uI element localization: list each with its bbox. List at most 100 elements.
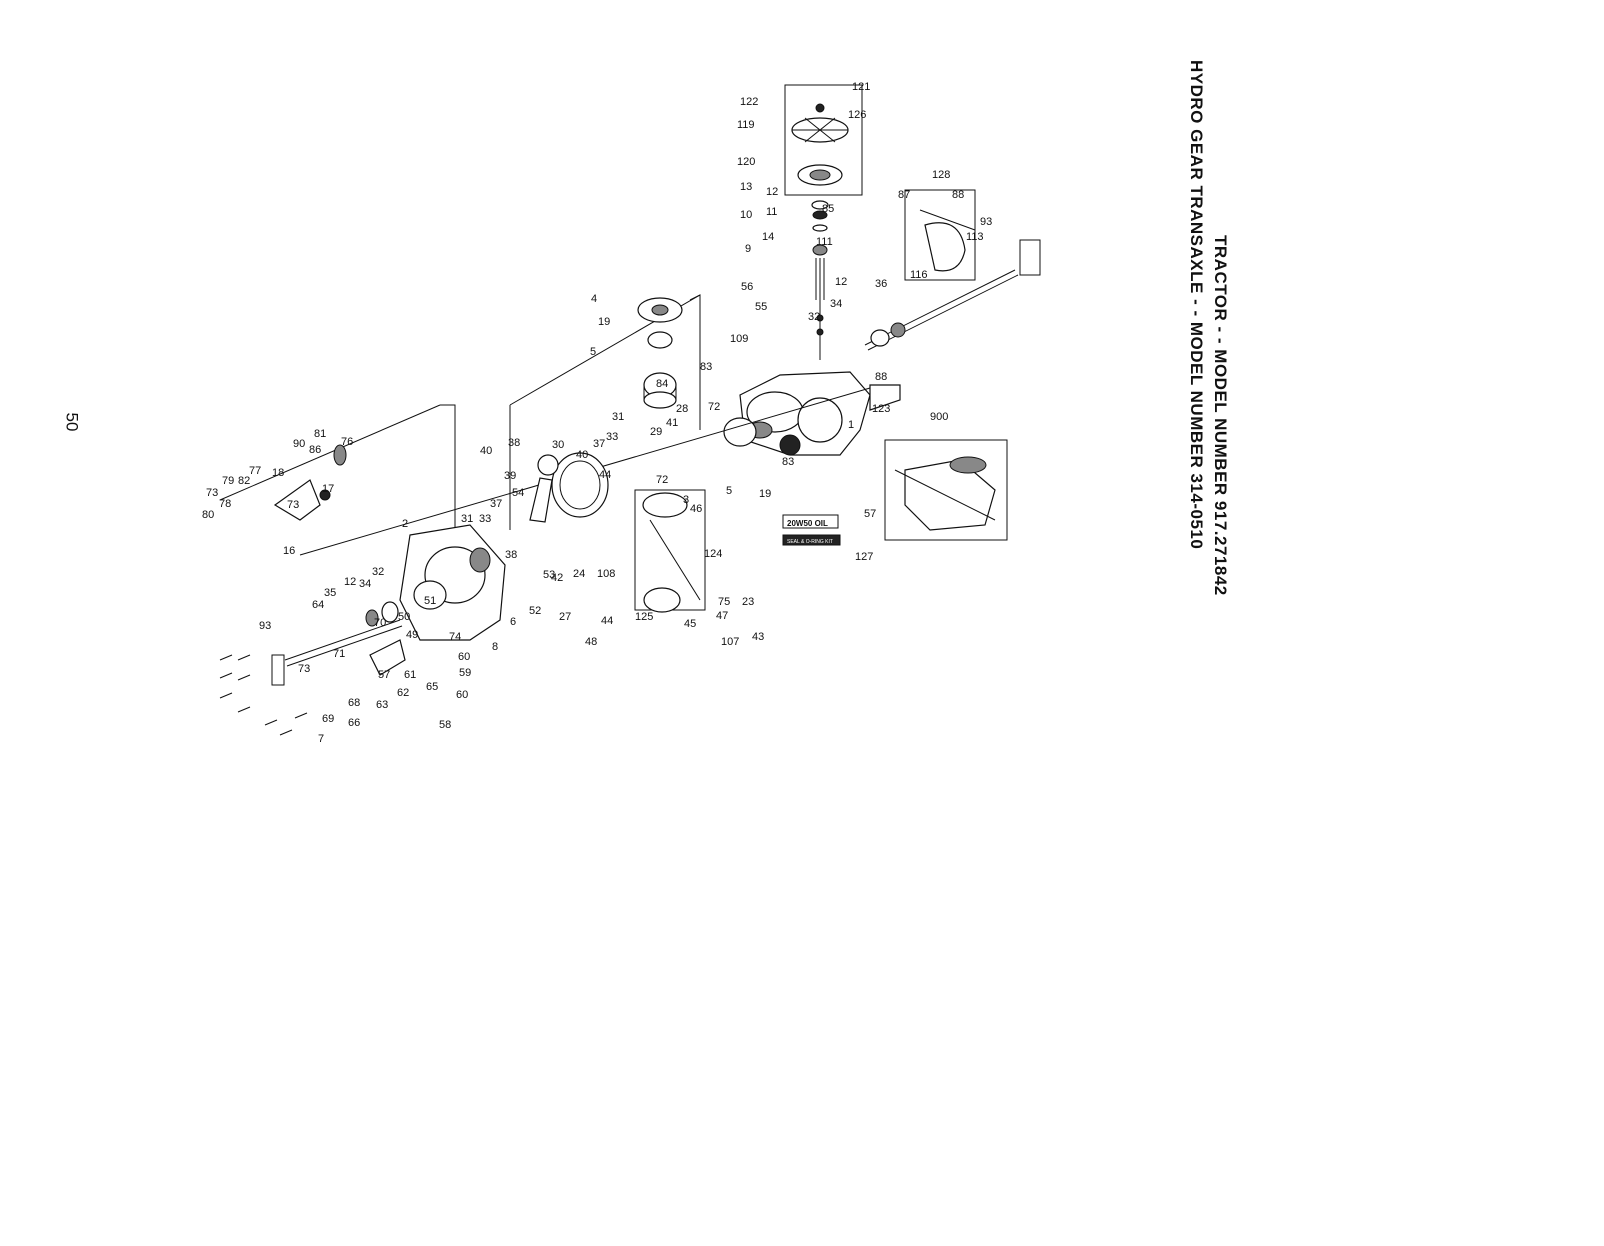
callout-88: 88 (952, 189, 964, 201)
callout-11: 11 (766, 206, 777, 218)
callout-47: 47 (716, 610, 728, 622)
left-axle (271, 601, 403, 686)
callout-57: 57 (378, 669, 390, 681)
callout-68: 68 (348, 697, 360, 709)
callout-10: 10 (740, 209, 752, 221)
callout-83: 83 (700, 361, 712, 373)
callout-32: 32 (808, 311, 820, 323)
callout-42: 42 (551, 572, 563, 584)
callout-75: 75 (718, 596, 730, 608)
callout-29: 29 (650, 426, 662, 438)
callout-121: 121 (852, 81, 870, 93)
callout-58: 58 (439, 719, 451, 731)
callout-113: 113 (966, 231, 984, 243)
callout-46: 46 (690, 503, 702, 515)
callout-48: 48 (585, 636, 597, 648)
callout-86: 86 (309, 444, 321, 456)
callout-33: 33 (479, 513, 491, 525)
callout-77: 77 (249, 465, 261, 477)
callout-72: 72 (708, 401, 720, 413)
callout-108: 108 (597, 568, 615, 580)
callout-19: 19 (598, 316, 610, 328)
callout-13: 13 (740, 181, 752, 193)
callout-60: 60 (456, 689, 468, 701)
callout-18: 18 (272, 467, 284, 479)
callout-5: 5 (590, 346, 596, 358)
callout-64: 64 (312, 599, 324, 611)
right-axle (864, 239, 1041, 351)
callout-5: 5 (726, 485, 732, 497)
callout-50: 50 (398, 611, 410, 623)
callout-83: 83 (782, 456, 794, 468)
callout-79: 79 (222, 475, 234, 487)
callout-126: 126 (848, 109, 866, 121)
callout-125: 125 (635, 611, 653, 623)
callout-84: 84 (656, 378, 668, 390)
callout-70: 70 (374, 617, 386, 629)
right-housing (723, 371, 871, 456)
callout-23: 23 (742, 596, 754, 608)
callout-74: 74 (449, 631, 461, 643)
callout-12: 12 (766, 186, 778, 198)
callout-80: 80 (202, 509, 214, 521)
bolt-set (219, 654, 308, 736)
callout-900: 900 (930, 411, 948, 423)
callout-1: 1 (848, 419, 854, 431)
left-housing (399, 524, 506, 641)
callout-38: 38 (508, 437, 520, 449)
fan-assembly (784, 84, 863, 196)
callout-78: 78 (219, 498, 231, 510)
callout-120: 120 (737, 156, 755, 168)
bevel-gear-38 (529, 454, 559, 523)
callout-40: 40 (576, 449, 588, 461)
callout-17: 17 (322, 483, 334, 495)
center-pump-unit (637, 297, 683, 409)
callout-73: 73 (206, 487, 218, 499)
callout-7: 7 (318, 733, 324, 745)
pump-shaft-stack (811, 200, 829, 360)
callout-76: 76 (341, 436, 353, 448)
callout-14: 14 (762, 231, 774, 243)
callout-71: 71 (333, 648, 345, 660)
ring-gear-30 (551, 452, 609, 518)
callout-66: 66 (348, 717, 360, 729)
oil-decal-text: 20W50 OIL (787, 519, 828, 528)
callout-55: 55 (755, 301, 767, 313)
callout-52: 52 (529, 605, 541, 617)
callout-109: 109 (730, 333, 748, 345)
callout-43: 43 (752, 631, 764, 643)
callout-36: 36 (875, 278, 887, 290)
brake-arm-parts (273, 444, 406, 676)
callout-73: 73 (287, 499, 299, 511)
bracket-88 (869, 384, 901, 411)
callout-107: 107 (721, 636, 739, 648)
callout-72: 72 (656, 474, 668, 486)
callout-31: 31 (612, 411, 624, 423)
cover-plate-box (904, 189, 976, 281)
callout-28: 28 (676, 403, 688, 415)
callout-30: 30 (552, 439, 564, 451)
callout-82: 82 (238, 475, 250, 487)
callout-27: 27 (559, 611, 571, 623)
callout-6: 6 (510, 616, 516, 628)
callout-12: 12 (344, 576, 356, 588)
callout-9: 9 (745, 243, 751, 255)
callout-63: 63 (376, 699, 388, 711)
callout-24: 24 (573, 568, 585, 580)
callout-8: 8 (492, 641, 498, 653)
callout-53: 53 (543, 569, 555, 581)
callout-51: 51 (424, 595, 436, 607)
callout-12: 12 (835, 276, 847, 288)
callout-90: 90 (293, 438, 305, 450)
callout-124: 124 (704, 548, 722, 560)
callout-81: 81 (314, 428, 326, 440)
callout-19: 19 (759, 488, 771, 500)
callout-34: 34 (359, 578, 371, 590)
callout-32: 32 (372, 566, 384, 578)
callout-31: 31 (461, 513, 473, 525)
callout-73: 73 (298, 663, 310, 675)
decal-seal: SEAL & O-RING KIT (782, 534, 841, 546)
callout-37: 37 (490, 498, 502, 510)
